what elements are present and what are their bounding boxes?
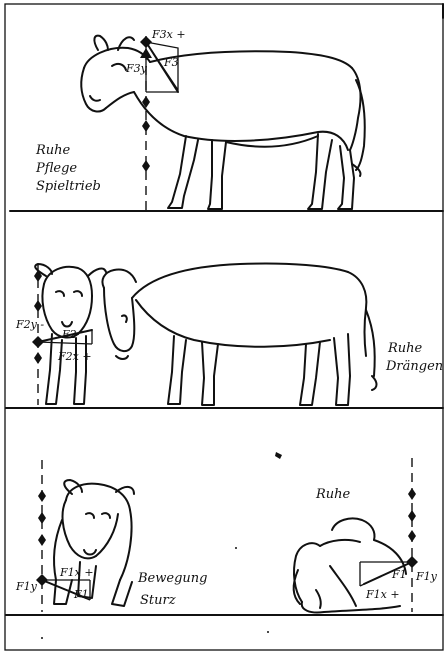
panel-2-caption-line-1: Ruhe: [387, 341, 423, 356]
panel-2-force-label-y: F2y -: [15, 318, 44, 331]
panel-2-force-label-resultant: F2: [61, 328, 77, 341]
panel-1-caption-line-3: Spieltrieb: [36, 179, 101, 194]
panel-3-caption-line-1: Bewegung: [137, 571, 207, 586]
panel-4-marker-diamonds: [408, 488, 416, 542]
scan-specks: [41, 452, 282, 639]
panel-4-force-label-resultant: F1: [391, 568, 407, 581]
panel-3-force-label-y: F1y: [15, 580, 38, 593]
panel-2-caption-line-2: Drängen: [385, 359, 443, 374]
panel-4-force-label-x: F1x +: [365, 588, 400, 601]
panel-3-caption-line-2: Sturz: [140, 593, 176, 608]
panel-2-rear-calf-outline: [102, 263, 376, 405]
panel-1-caption-line-1: Ruhe: [35, 143, 71, 158]
panel-1: F3x + F3y F3 Ruhe Pflege Spieltrieb: [10, 28, 443, 211]
panel-2-force-label-x: F2x +: [57, 350, 92, 363]
panel-1-calf-outline: [81, 36, 365, 209]
panel-4-force-label-y: F1y: [415, 570, 438, 583]
panel-3-marker-diamonds: [38, 490, 46, 546]
panel-1-force-label-resultant: F3: [163, 56, 179, 69]
panel-3-force-label-x: F1x +: [59, 566, 94, 579]
panel-2: F2y - F2 F2x + Ruhe Drängen: [6, 263, 443, 408]
panel-4: F1x + F1 F1y Ruhe: [294, 458, 438, 613]
panel-3-falling-calf-outline: [54, 480, 134, 606]
panel-1-force-label-x: F3x +: [151, 28, 186, 41]
panel-1-caption-line-2: Pflege: [35, 161, 77, 176]
panel-4-force-triangle: [360, 556, 418, 586]
panel-4-caption-line-1: Ruhe: [315, 487, 351, 502]
figure-frame: [5, 4, 443, 650]
panel-1-force-label-y: F3y: [125, 62, 148, 75]
panel-3-force-label-resultant: F1: [73, 588, 89, 601]
